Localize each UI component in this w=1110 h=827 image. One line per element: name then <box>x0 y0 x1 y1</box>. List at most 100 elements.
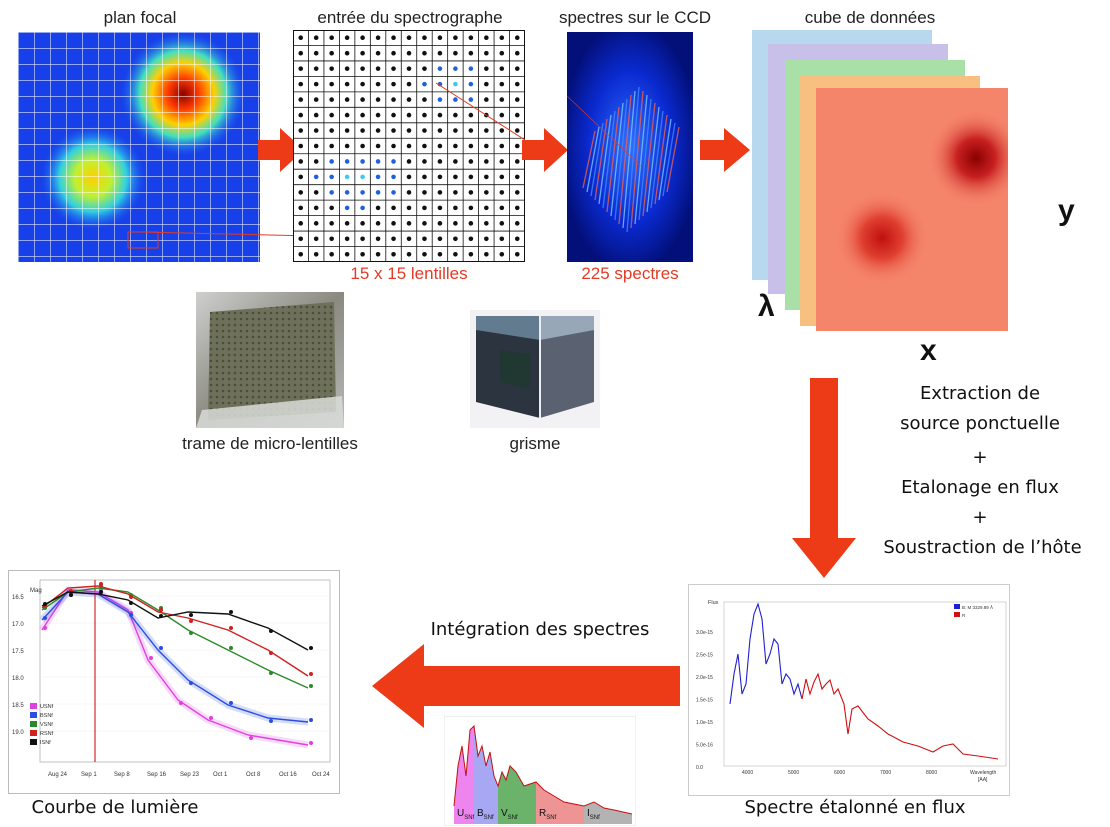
lenslet-dot <box>344 81 350 87</box>
band-region <box>474 726 498 824</box>
lenslet-dot <box>514 251 520 257</box>
lenslet-dot <box>499 128 505 133</box>
lenslet-dot <box>468 236 474 242</box>
lenslet-dot <box>453 143 458 149</box>
legend-entry: USNf <box>40 704 54 710</box>
lenslet-dot <box>514 35 520 41</box>
legend-swatch <box>30 721 37 727</box>
lenslet-dot <box>344 159 350 164</box>
lenslet-dot <box>484 81 489 87</box>
lenslet-dot <box>484 190 489 195</box>
lenslet-dot <box>360 97 365 102</box>
x-tick-label: Sep 1 <box>81 772 97 778</box>
spectrum-streak <box>654 114 668 205</box>
lenslet-dot <box>298 236 304 242</box>
lenslet-dot <box>406 159 412 164</box>
lenslet-dot <box>468 143 474 149</box>
y-tick-label: 2.5e-15 <box>696 653 713 659</box>
data-point <box>159 646 163 650</box>
process-step-2: source ponctuelle <box>900 413 1060 434</box>
x-tick-label: Oct 1 <box>213 772 228 778</box>
y-tick-label: 5.0e-16 <box>696 743 713 749</box>
integration-label: Intégration des spectres <box>430 619 650 640</box>
lenslet-dot <box>344 35 350 41</box>
data-point <box>229 626 233 630</box>
data-point <box>189 613 193 617</box>
lenslet-dot <box>360 159 365 164</box>
lenslet-dot <box>313 112 319 118</box>
lenslet-dot <box>453 66 458 71</box>
spectrum-streak <box>606 106 620 213</box>
lenslet-dot <box>453 35 458 41</box>
data-point <box>99 582 103 586</box>
lenslet-dot <box>313 221 319 226</box>
lenslet-dot <box>391 128 396 133</box>
lenslet-dot <box>406 128 412 133</box>
lenslet-dot <box>360 190 365 195</box>
lenslet-dot <box>484 97 489 102</box>
lenslet-dot <box>499 35 505 41</box>
lenslet-dot <box>391 81 396 87</box>
lenslet-dot <box>514 159 520 164</box>
lenslet-dot <box>375 35 381 41</box>
lenslet-dot <box>437 143 443 149</box>
legend-entry: R <box>962 613 966 618</box>
legend-swatch <box>30 739 37 745</box>
lenslet-dot <box>391 35 396 41</box>
y-tick-label: 1.0e-15 <box>696 720 713 726</box>
lenslet-dot <box>375 221 381 226</box>
lenslet-dot <box>298 143 304 149</box>
lenslet-dot <box>406 205 412 211</box>
axis-label: Mag <box>30 588 42 594</box>
lenslet-dot <box>360 35 365 41</box>
lenslet-dot <box>329 128 334 133</box>
lenslet-dot <box>360 128 365 133</box>
legend-entry: ISNf <box>40 740 51 746</box>
data-point <box>189 681 193 685</box>
legend-swatch <box>30 712 37 718</box>
lenslet-dot <box>514 66 520 71</box>
spectrum-streak <box>658 118 672 201</box>
lenslet-dot <box>468 128 474 133</box>
data-point <box>309 684 313 688</box>
spectrum-streak <box>614 98 628 221</box>
lenslet-dot <box>375 128 381 133</box>
lenslet-dot <box>406 221 412 226</box>
legend-swatch <box>954 604 960 609</box>
lenslet-dot <box>406 35 412 41</box>
lenslet-dot <box>360 143 365 149</box>
data-point <box>249 736 253 740</box>
lenslet-dot <box>453 174 458 180</box>
spectrum-streak <box>630 90 644 229</box>
spectrum-streak <box>626 86 640 233</box>
data-point <box>43 602 47 606</box>
lenslet-dot <box>406 174 412 180</box>
confidence-band <box>39 588 309 726</box>
lenslet-dot <box>422 50 427 56</box>
lenslet-dot <box>468 221 474 226</box>
legend-entry: VSNf <box>40 722 53 728</box>
lenslet-dot <box>406 251 412 257</box>
lenslet-dot <box>329 97 334 102</box>
lenslet-dot <box>391 66 396 71</box>
lenslet-dot <box>484 35 489 41</box>
grism-photo <box>470 310 600 428</box>
lenslet-dot <box>298 50 304 56</box>
data-point <box>129 601 133 605</box>
lenslet-dot <box>329 236 334 242</box>
legend-swatch <box>954 612 960 617</box>
lenslet-dot <box>437 128 443 133</box>
lenslet-dot <box>499 159 505 164</box>
lenslet-dot <box>468 50 474 56</box>
microlens-caption: trame de micro-lentilles <box>182 434 358 453</box>
lenslet-dot <box>514 112 520 118</box>
ccd-spectra-title: spectres sur le CCD <box>558 8 712 27</box>
lenslet-dot <box>453 205 458 211</box>
spectrum-streak <box>650 110 664 209</box>
lenslet-dot <box>468 81 474 87</box>
spectrum-streak <box>582 130 596 189</box>
lenslet-dot <box>298 221 304 226</box>
lenslet-dot <box>437 159 443 164</box>
y-tick-label: 18.5 <box>12 703 24 709</box>
y-tick-label: 1.5e-15 <box>696 698 713 704</box>
